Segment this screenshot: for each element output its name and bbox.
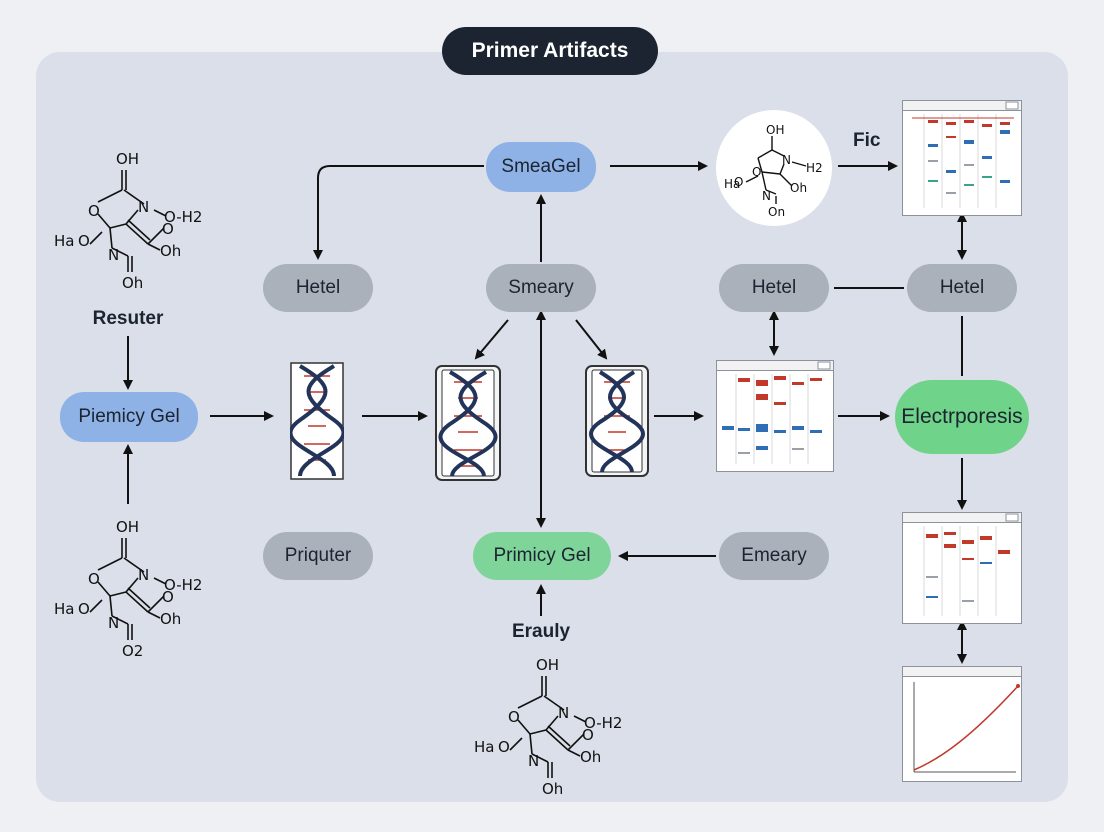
node-emeary: Emeary xyxy=(719,532,829,580)
svg-text:O: O xyxy=(162,588,174,606)
node-hetel-mid: Hetel xyxy=(719,264,829,312)
svg-text:Oh: Oh xyxy=(790,181,807,195)
diagram-title: Primer Artifacts xyxy=(442,27,658,75)
svg-text:O: O xyxy=(78,232,90,250)
node-smeagel: SmeaGel xyxy=(486,142,596,192)
svg-text:Ha: Ha xyxy=(474,738,494,756)
svg-text:N: N xyxy=(138,566,149,584)
node-electrophoresis: Electrporesis xyxy=(895,380,1029,454)
svg-text:OH: OH xyxy=(116,150,139,168)
dna-helix-icon xyxy=(585,365,649,477)
gel-electrophoresis-icon xyxy=(902,512,1022,624)
svg-text:O: O xyxy=(752,165,761,179)
svg-text:Oh: Oh xyxy=(122,274,143,292)
arrow-smeary-to-dna3 xyxy=(575,319,608,360)
node-smeary: Smeary xyxy=(486,264,596,312)
svg-text:O: O xyxy=(162,220,174,238)
arrow-smeary-to-dna2 xyxy=(474,319,509,360)
svg-text:N: N xyxy=(762,189,771,203)
svg-text:OH: OH xyxy=(536,656,559,674)
molecule-circle xyxy=(716,110,832,226)
svg-text:Ha: Ha xyxy=(54,600,74,618)
label-resuter: Resuter xyxy=(92,308,164,329)
svg-text:OH: OH xyxy=(766,123,784,137)
svg-text:Ha: Ha xyxy=(724,177,740,191)
gel-electrophoresis-icon xyxy=(716,360,834,472)
node-hetel-left: Hetel xyxy=(263,264,373,312)
svg-text:N: N xyxy=(108,246,119,264)
node-primicy-gel: Primicy Gel xyxy=(473,532,611,580)
gel-electrophoresis-icon xyxy=(902,100,1022,216)
molecule-bottom-left-icon: OH O N O-H2 Ha O N O Oh O2 xyxy=(54,518,202,660)
svg-text:Ha: Ha xyxy=(54,232,74,250)
svg-text:O2: O2 xyxy=(122,642,143,660)
svg-text:O: O xyxy=(508,708,520,726)
svg-text:N: N xyxy=(528,752,539,770)
svg-text:N: N xyxy=(138,198,149,216)
svg-text:O: O xyxy=(498,738,510,756)
svg-text:O-H2: O-H2 xyxy=(584,714,622,732)
svg-text:Oh: Oh xyxy=(580,748,601,766)
svg-text:O: O xyxy=(78,600,90,618)
label-erauly: Erauly xyxy=(511,621,571,642)
svg-text:Oh: Oh xyxy=(542,780,563,798)
node-piemicy-gel: Piemicy Gel xyxy=(60,392,198,442)
svg-text:H2: H2 xyxy=(806,161,823,175)
svg-text:O: O xyxy=(582,726,594,744)
molecule-bottom-center-icon: OH O N O-H2 Ha O N O Oh Oh xyxy=(474,656,622,798)
svg-text:N: N xyxy=(558,704,569,722)
svg-text:N: N xyxy=(108,614,119,632)
dna-helix-icon xyxy=(290,362,344,480)
svg-text:O: O xyxy=(88,570,100,588)
dna-helix-icon xyxy=(435,365,501,481)
svg-text:N: N xyxy=(782,153,791,167)
arrow-smeagel-to-hetel xyxy=(313,165,484,260)
svg-text:On: On xyxy=(768,205,785,219)
svg-text:Oh: Oh xyxy=(160,610,181,628)
svg-text:O-H2: O-H2 xyxy=(164,576,202,594)
molecule-circle-icon: OH N H2 Ha O N Oh O On xyxy=(724,123,823,219)
node-priquter: Priquter xyxy=(263,532,373,580)
svg-text:O-H2: O-H2 xyxy=(164,208,202,226)
line-plot-icon xyxy=(902,666,1022,782)
svg-text:Oh: Oh xyxy=(160,242,181,260)
svg-text:O: O xyxy=(88,202,100,220)
label-fic: Fic xyxy=(853,130,881,151)
svg-text:O: O xyxy=(734,175,743,189)
molecule-top-left-icon: OH O N O-H2 Ha O N O Oh Oh xyxy=(54,150,202,292)
node-hetel-right: Hetel xyxy=(907,264,1017,312)
svg-text:OH: OH xyxy=(116,518,139,536)
